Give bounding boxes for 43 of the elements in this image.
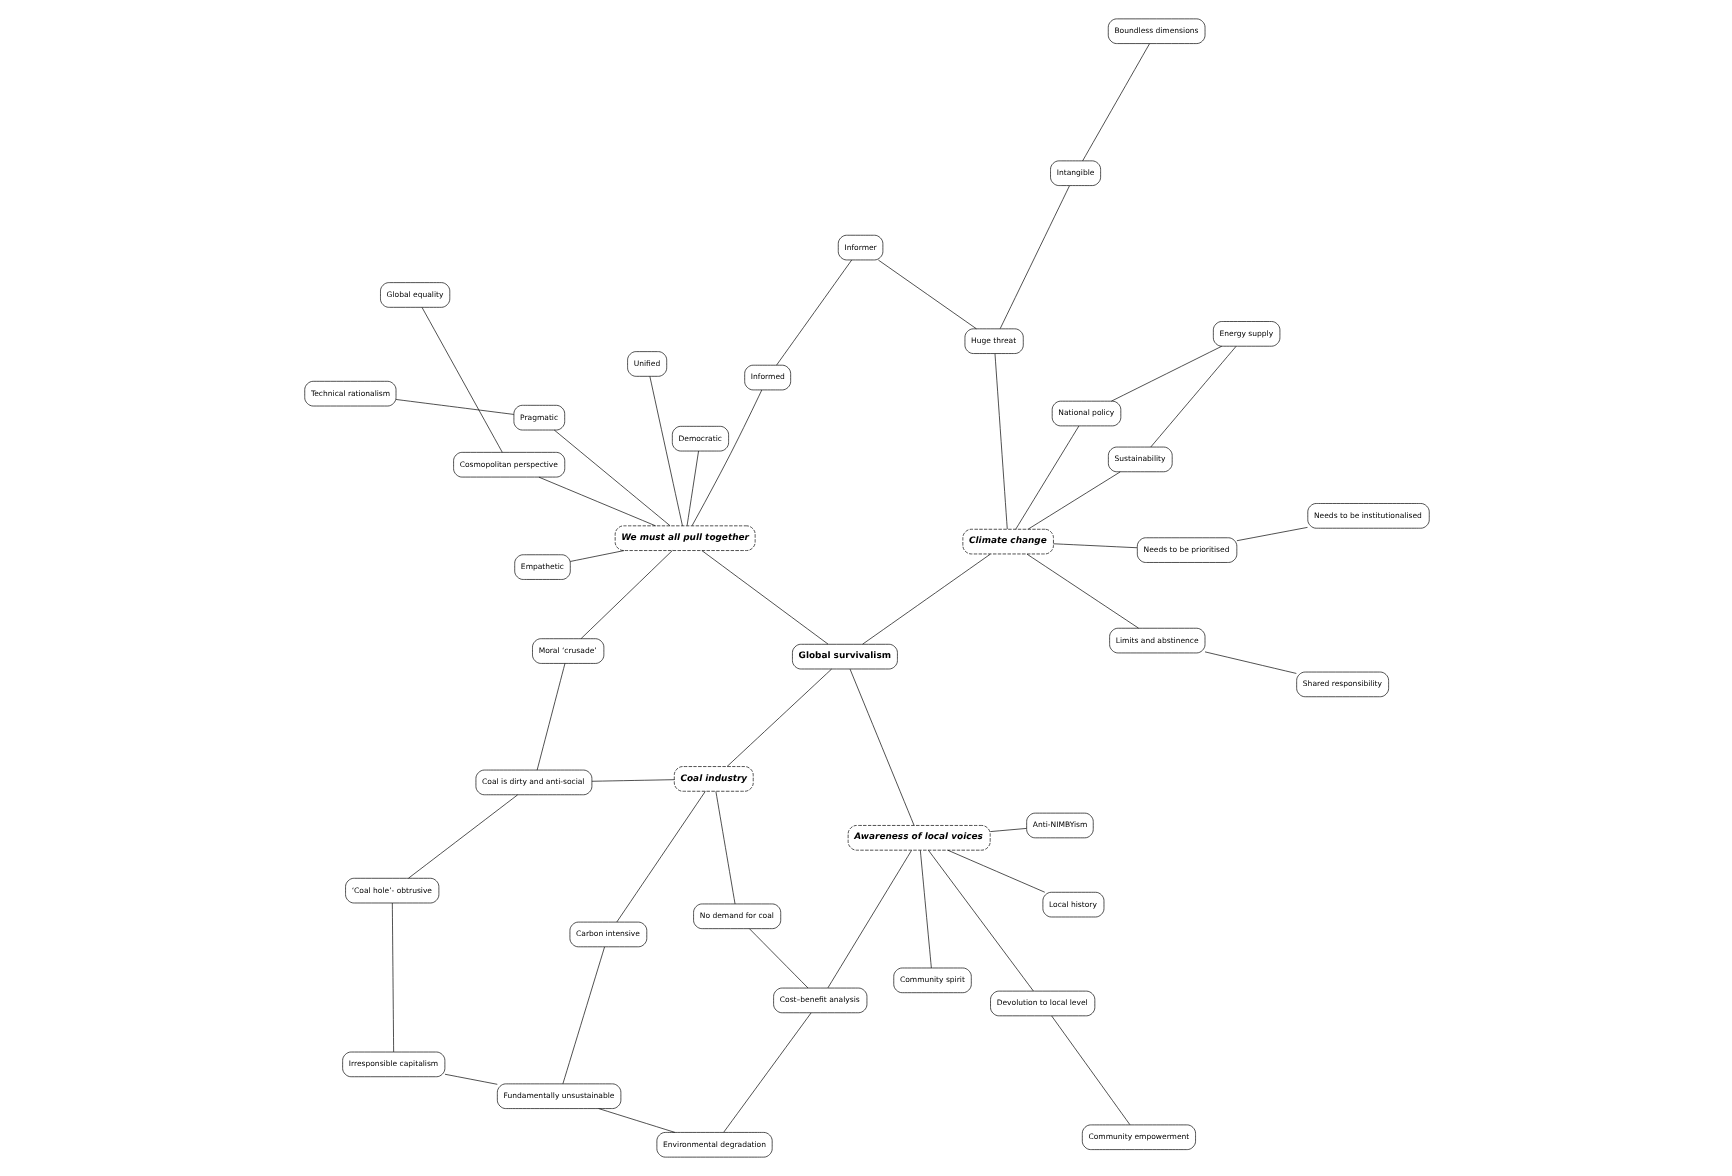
connector: [946, 849, 1045, 893]
connector: [420, 307, 502, 453]
connector: [919, 849, 931, 969]
connector: [1110, 345, 1222, 402]
connector: [714, 791, 735, 905]
connector: [390, 902, 393, 1053]
connector: [1149, 346, 1236, 448]
connector: [1014, 425, 1079, 530]
connector: [700, 550, 828, 645]
connector: [590, 779, 674, 782]
connector: [989, 828, 1026, 832]
connector: [569, 550, 624, 562]
connector: [407, 794, 517, 879]
connector: [597, 1108, 675, 1133]
connector: [394, 399, 514, 415]
connector: [537, 476, 655, 527]
connector: [877, 259, 976, 330]
connector: [722, 1012, 811, 1133]
connector: [826, 850, 911, 989]
connector: [1235, 527, 1307, 542]
connector: [648, 376, 682, 527]
connector: [690, 389, 762, 526]
connector: [861, 553, 990, 645]
connector: [848, 668, 914, 826]
connector: [998, 185, 1069, 329]
connector: [1081, 43, 1149, 162]
connector: [748, 928, 808, 989]
connector: [685, 450, 698, 526]
connector: [561, 946, 604, 1085]
connector: [993, 353, 1007, 530]
connector: [1203, 651, 1296, 674]
connector: [1025, 553, 1138, 629]
connector: [775, 259, 852, 366]
connector: [725, 668, 831, 767]
connector: [1050, 1015, 1130, 1125]
connector: [552, 429, 670, 527]
connector: [1052, 543, 1137, 549]
connector: [443, 1073, 497, 1085]
connector: [579, 550, 672, 639]
connector: [1026, 471, 1120, 530]
connector: [927, 849, 1033, 992]
connector: [535, 663, 565, 771]
connector: [615, 791, 705, 923]
